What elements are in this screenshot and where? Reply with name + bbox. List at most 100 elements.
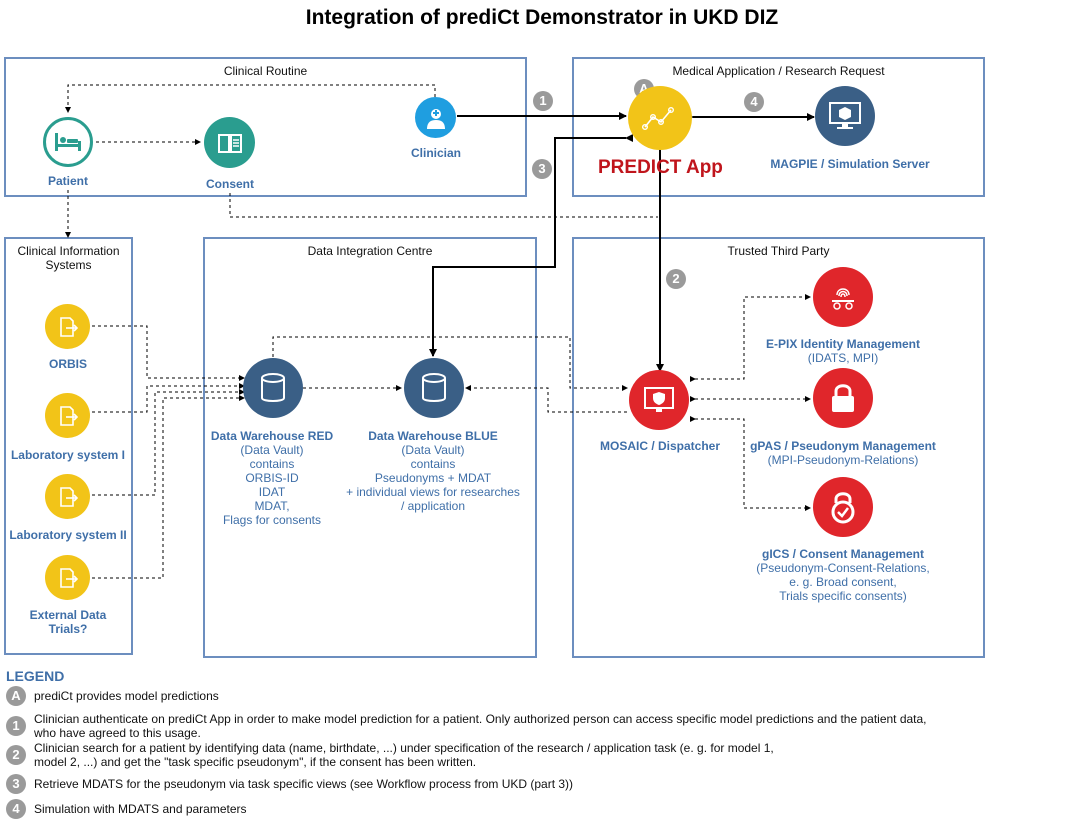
book-icon xyxy=(217,133,242,153)
panel-medical-application: Medical Application / Research Request xyxy=(572,57,985,197)
step-badge-2: 2 xyxy=(666,269,686,289)
link-clinician-patient xyxy=(65,84,436,113)
lab1-node[interactable] xyxy=(45,393,90,438)
patient-node[interactable] xyxy=(43,117,93,167)
link-step-3 xyxy=(429,134,633,357)
epix-description: (IDATS, MPI) xyxy=(807,351,879,365)
legend-text: Clinician search for a patient by identi… xyxy=(34,741,774,769)
patient-label: Patient xyxy=(47,174,88,188)
dw-blue-desc-line: contains xyxy=(410,457,456,471)
lab1-label: Laboratory system I xyxy=(10,448,126,462)
database-icon xyxy=(261,373,285,402)
link-lab2-red xyxy=(92,389,245,496)
dw-red-label: Data Warehouse RED xyxy=(210,429,334,443)
mosaic-label: MOSAIC / Dispatcher xyxy=(599,439,721,453)
gics-node[interactable] xyxy=(813,477,873,537)
dw-red-desc-line: ORBIS-ID xyxy=(245,471,299,485)
diagram-title: Integration of prediCt Demonstrator in U… xyxy=(305,6,779,29)
database-icon xyxy=(422,373,446,402)
panel-title: Clinical Routine xyxy=(223,64,308,78)
dw-blue-desc-line: Pseudonyms + MDAT xyxy=(374,471,492,485)
consent-node[interactable] xyxy=(204,117,255,168)
legend-text: Retrieve MDATS for the pseudonym via tas… xyxy=(34,777,574,791)
dw-blue-node[interactable] xyxy=(404,358,464,418)
padlock-icon xyxy=(832,384,854,412)
document-export-icon xyxy=(59,405,78,426)
gpas-description: (MPI-Pseudonym-Relations) xyxy=(767,453,919,467)
magpie-label: MAGPIE / Simulation Server xyxy=(770,157,930,171)
dw-red-desc-line: MDAT, xyxy=(254,499,290,513)
panel-title: Medical Application / Research Request xyxy=(672,64,885,78)
document-export-icon xyxy=(59,567,78,588)
legend-text: prediCt provides model predictions xyxy=(34,689,219,703)
lab2-node[interactable] xyxy=(45,474,90,519)
analytics-icon xyxy=(642,106,675,131)
external-data-line1: External Data xyxy=(29,608,107,622)
dw-blue-description: (Data Vault) contains Pseudonyms + MDAT … xyxy=(340,443,526,513)
dw-red-desc-line: Flags for consents xyxy=(222,513,322,527)
document-export-icon xyxy=(59,486,78,507)
predict-app-node[interactable] xyxy=(628,86,692,150)
link-mosaic-epix xyxy=(690,294,811,382)
magpie-node[interactable] xyxy=(815,86,875,146)
gics-desc-line: e. g. Broad consent, xyxy=(789,575,897,589)
gpas-label: gPAS / Pseudonym Management xyxy=(750,439,936,453)
panel-title: Trusted Third Party xyxy=(727,244,830,258)
legend-badge: 4 xyxy=(6,799,26,819)
document-export-icon xyxy=(59,316,78,337)
gics-desc-line: (Pseudonym-Consent-Relations, xyxy=(756,561,930,575)
panel-data-integration-centre: Data Integration Centre xyxy=(203,237,537,658)
epix-label: E-PIX Identity Management xyxy=(765,337,921,351)
link-mosaic-blue xyxy=(465,385,627,413)
dw-red-desc-line: contains xyxy=(249,457,295,471)
panel-trusted-third-party: Trusted Third Party xyxy=(572,237,985,658)
dw-blue-desc-line: + individual views for researches xyxy=(346,485,520,499)
legend-badge: 3 xyxy=(6,774,26,794)
predict-app-label: PREDICT App xyxy=(598,157,723,178)
monitor-cube-icon xyxy=(829,102,861,129)
padlock-check-icon xyxy=(831,492,855,524)
gics-desc-line: Trials specific consents) xyxy=(779,589,907,603)
clinician-node[interactable] xyxy=(415,97,456,138)
consent-label: Consent xyxy=(206,177,254,191)
shield-monitor-icon xyxy=(644,387,674,412)
external-data-label: External Data Trials? xyxy=(14,608,122,636)
legend-badge: 1 xyxy=(6,716,26,736)
gics-label: gICS / Consent Management xyxy=(761,547,925,561)
fingerprint-users-icon xyxy=(832,288,854,310)
mosaic-node[interactable] xyxy=(629,370,689,430)
doctor-icon xyxy=(426,108,445,129)
gpas-node[interactable] xyxy=(813,368,873,428)
dw-blue-desc-line: / application xyxy=(400,499,466,513)
legend-badge: 2 xyxy=(6,745,26,765)
hospital-bed-icon xyxy=(55,133,81,151)
external-data-node[interactable] xyxy=(45,555,90,600)
external-data-line2: Trials? xyxy=(48,622,88,636)
legend-title: LEGEND xyxy=(6,668,65,684)
legend-text: Clinician authenticate on prediCt App in… xyxy=(34,712,927,740)
panel-clinical-routine: Clinical Routine xyxy=(4,57,527,197)
dw-blue-desc-line: (Data Vault) xyxy=(401,443,465,457)
gics-description: (Pseudonym-Consent-Relations, e. g. Broa… xyxy=(733,561,953,603)
panel-clinical-information-systems: Clinical Information Systems xyxy=(4,237,133,655)
panel-title: Clinical Information Systems xyxy=(17,244,120,272)
link-mosaic-gics xyxy=(690,416,811,511)
orbis-node[interactable] xyxy=(45,304,90,349)
dw-blue-label: Data Warehouse BLUE xyxy=(368,429,498,443)
step-badge-1: 1 xyxy=(533,91,553,111)
link-red-mosaic xyxy=(272,336,628,391)
legend-text: Simulation with MDATS and parameters xyxy=(34,802,247,816)
orbis-label: ORBIS xyxy=(48,357,87,371)
clinician-label: Clinician xyxy=(410,146,461,160)
dw-red-desc-line: (Data Vault) xyxy=(240,443,304,457)
link-orbis-red xyxy=(92,325,245,381)
panel-title: Data Integration Centre xyxy=(307,244,433,258)
step-badge-4: 4 xyxy=(744,92,764,112)
epix-node[interactable] xyxy=(813,267,873,327)
step-badge-3: 3 xyxy=(532,159,552,179)
dw-red-description: (Data Vault) contains ORBIS-ID IDAT MDAT… xyxy=(203,443,341,527)
lab2-label: Laboratory system II xyxy=(9,528,127,542)
dw-red-desc-line: IDAT xyxy=(258,485,286,499)
dw-red-node[interactable] xyxy=(243,358,303,418)
